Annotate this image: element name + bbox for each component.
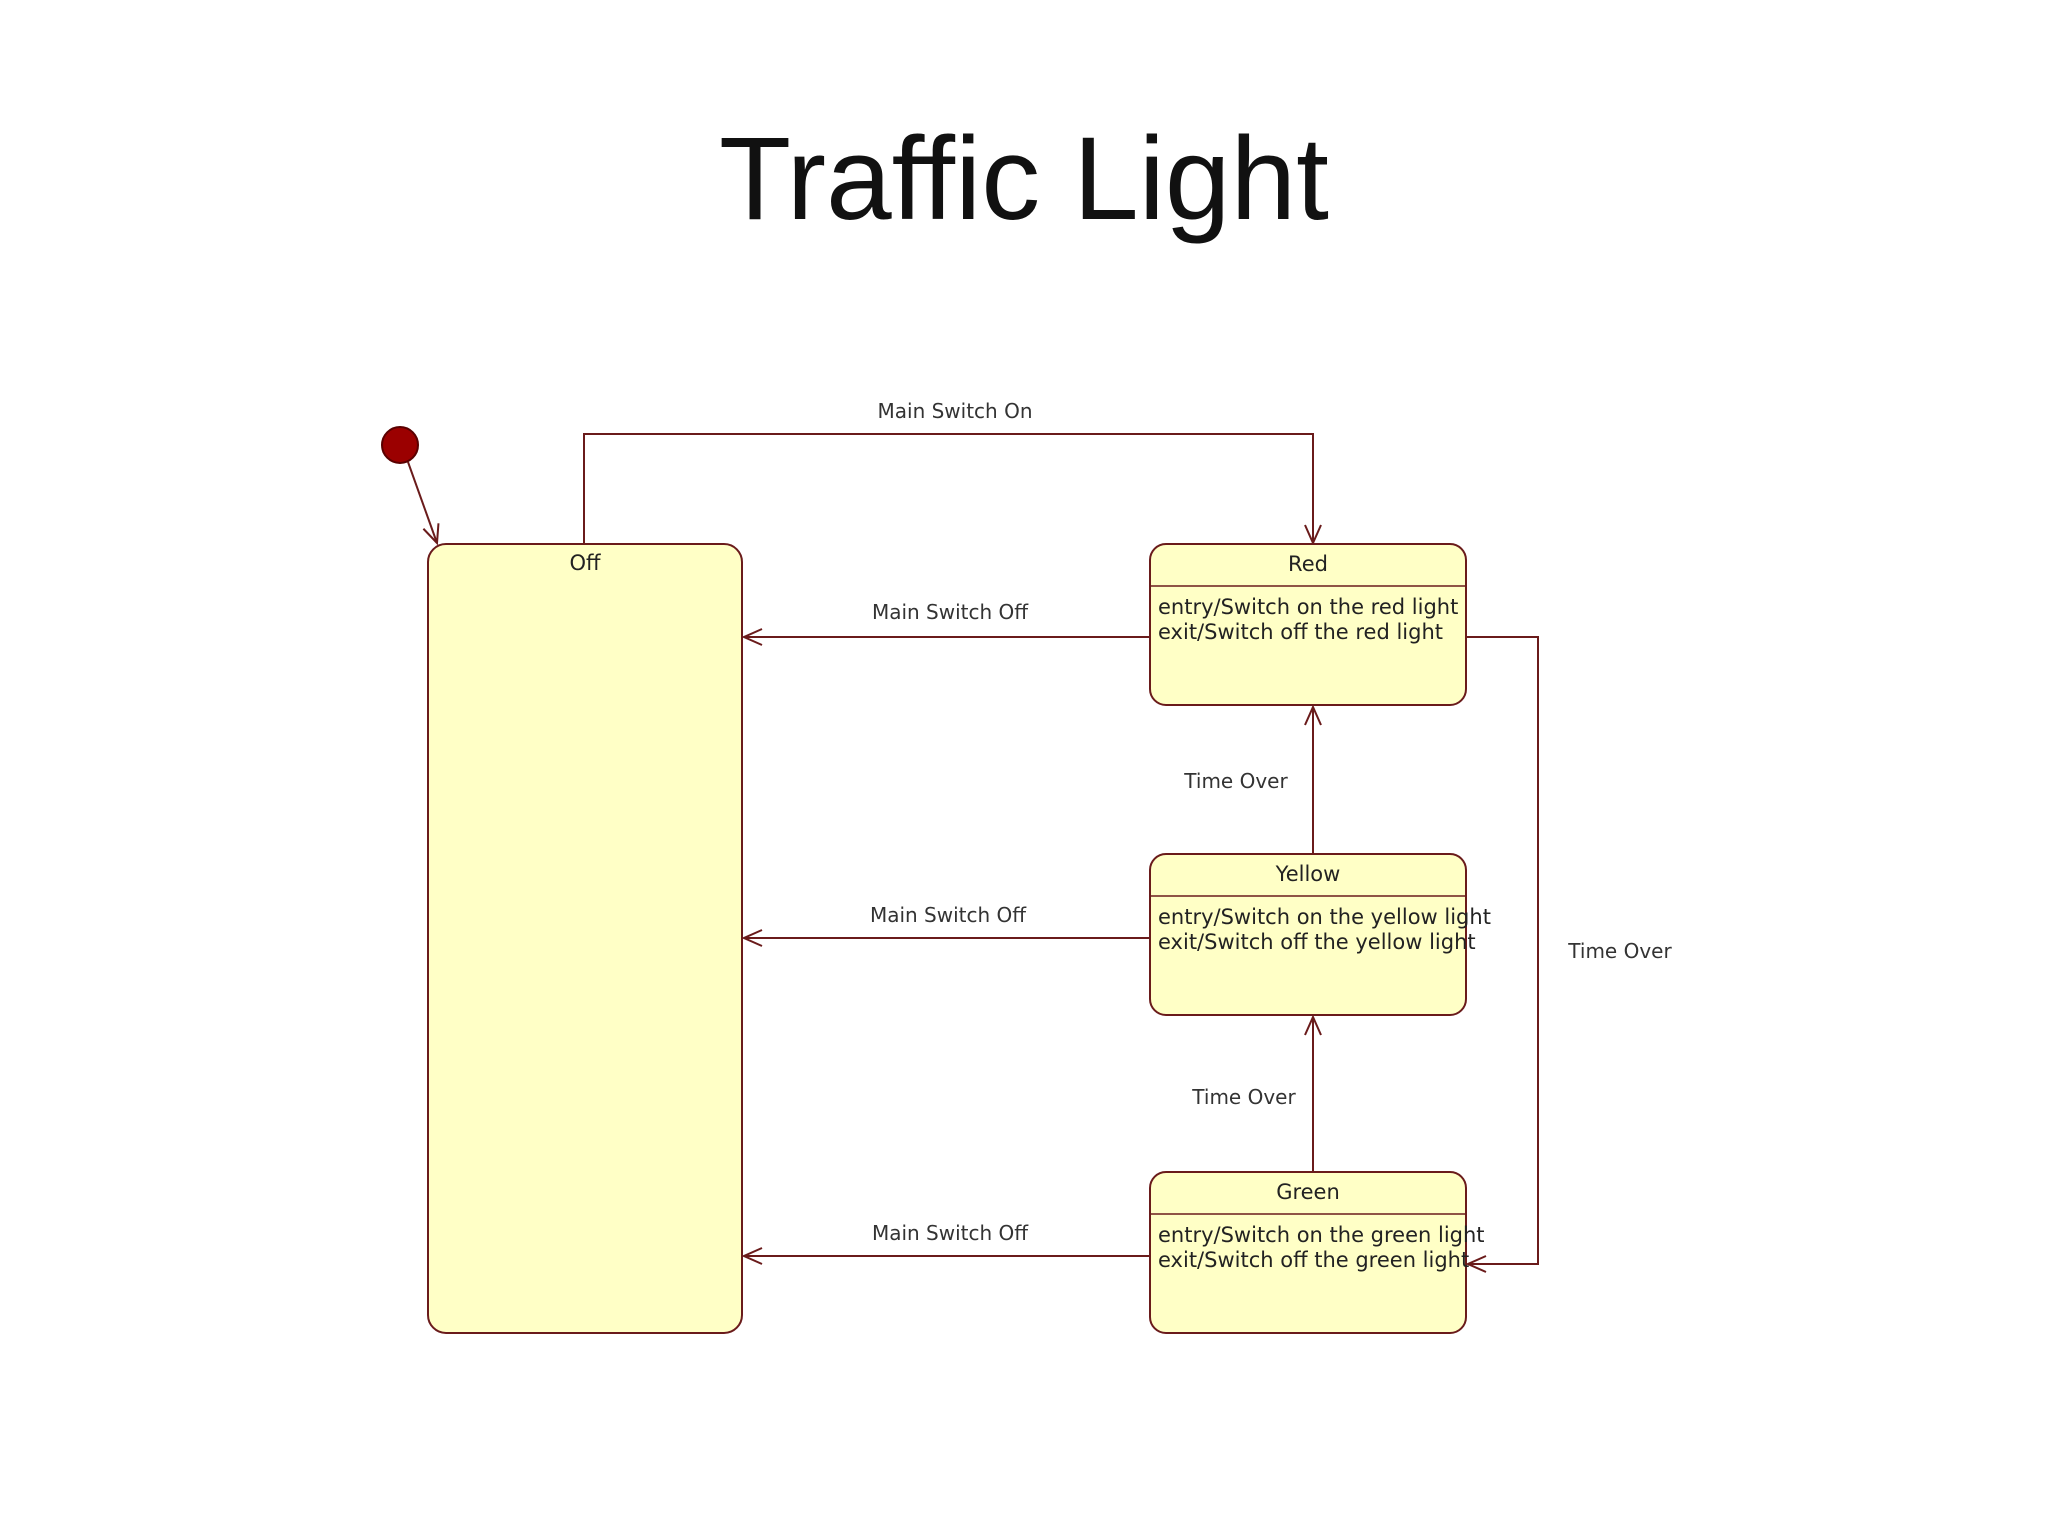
state-green-name: Green xyxy=(1276,1180,1340,1204)
state-yellow-name: Yellow xyxy=(1275,862,1341,886)
state-red-entry: entry/Switch on the red light xyxy=(1158,595,1458,619)
state-off-name: Off xyxy=(570,551,602,575)
state-yellow-entry: entry/Switch on the yellow light xyxy=(1158,905,1491,929)
transition-off-to-red-label: Main Switch On xyxy=(878,399,1033,423)
transition-off-to-red: Main Switch On xyxy=(583,399,1313,544)
state-red[interactable]: Red entry/Switch on the red light exit/S… xyxy=(1149,543,1467,706)
state-off[interactable]: Off xyxy=(427,543,743,1334)
state-green-exit: exit/Switch off the green light xyxy=(1158,1248,1469,1272)
transition-yellow-to-red-label: Time Over xyxy=(1183,769,1288,793)
transition-yellow-to-red: Time Over xyxy=(1183,707,1313,854)
transition-red-to-off: Main Switch Off xyxy=(744,600,1150,637)
state-red-name: Red xyxy=(1288,552,1328,576)
transition-red-to-green: Time Over xyxy=(1466,636,1672,1264)
transition-green-to-yellow: Time Over xyxy=(1191,1017,1313,1172)
initial-node xyxy=(381,426,419,464)
transition-yellow-to-off: Main Switch Off xyxy=(744,903,1150,938)
transition-red-to-green-label: Time Over xyxy=(1567,939,1672,963)
page-title: Traffic Light xyxy=(719,113,1329,245)
transition-red-to-off-label: Main Switch Off xyxy=(872,600,1029,624)
transition-green-to-off-label: Main Switch Off xyxy=(872,1221,1029,1245)
state-green[interactable]: Green entry/Switch on the green light ex… xyxy=(1149,1171,1485,1334)
state-yellow-exit: exit/Switch off the yellow light xyxy=(1158,930,1476,954)
initial-transition-arrow xyxy=(407,461,437,543)
state-red-exit: exit/Switch off the red light xyxy=(1158,620,1443,644)
transition-green-to-yellow-label: Time Over xyxy=(1191,1085,1296,1109)
transition-green-to-off: Main Switch Off xyxy=(744,1221,1150,1256)
transition-yellow-to-off-label: Main Switch Off xyxy=(870,903,1027,927)
state-green-entry: entry/Switch on the green light xyxy=(1158,1223,1485,1247)
state-yellow[interactable]: Yellow entry/Switch on the yellow light … xyxy=(1149,853,1491,1016)
